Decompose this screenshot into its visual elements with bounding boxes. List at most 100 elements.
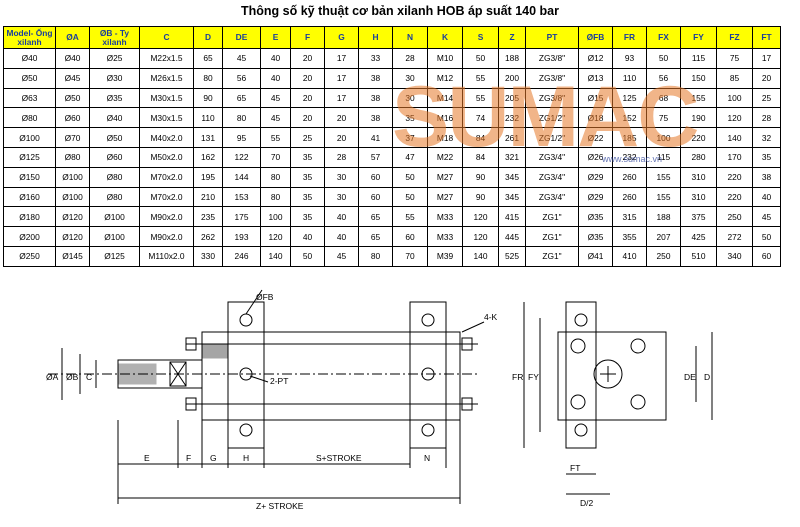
table-cell: 30 (324, 166, 359, 188)
table-cell: 40 (324, 206, 359, 228)
table-cell: M27 (427, 166, 463, 188)
table-cell: 35 (392, 107, 428, 129)
table-cell: Ø70 (55, 127, 90, 148)
table-cell: 220 (716, 186, 753, 208)
table-cell: 190 (680, 107, 717, 129)
table-cell: 45 (324, 245, 359, 267)
table-cell: 17 (324, 87, 359, 109)
table-cell: 80 (358, 245, 393, 267)
table-cell: Ø100 (55, 166, 90, 188)
table-cell: 38 (752, 166, 781, 188)
table-cell: Ø125 (3, 146, 56, 168)
table-cell: 28 (752, 107, 781, 129)
table-cell: 60 (358, 166, 393, 188)
table-cell: 262 (193, 226, 223, 247)
table-cell: Ø100 (89, 206, 140, 228)
table-cell: Ø29 (578, 186, 613, 208)
table-cell: Ø100 (3, 127, 56, 148)
column-header: D (193, 26, 223, 49)
pt-leader (249, 375, 269, 383)
table-cell: Ø22 (578, 127, 613, 148)
table-cell: Ø35 (89, 87, 140, 109)
end-nut-br (630, 394, 646, 410)
table-cell: 33 (358, 48, 393, 69)
table-cell: 170 (716, 146, 753, 168)
table-cell: M18 (427, 127, 463, 148)
table-cell: 28 (392, 48, 428, 69)
table-cell: 20 (324, 107, 359, 129)
table-cell: Ø15 (578, 87, 613, 109)
end-nut-bl (570, 394, 586, 410)
table-cell: 93 (612, 48, 647, 69)
table-cell: Ø100 (55, 186, 90, 208)
label-fy: FY (528, 372, 539, 382)
table-cell: 155 (680, 87, 717, 109)
end-nut-tr (630, 338, 646, 354)
column-header: ØFB (578, 26, 613, 49)
table-cell: 50 (392, 166, 428, 188)
table-cell: 150 (680, 67, 717, 89)
table-cell: Ø18 (578, 107, 613, 129)
table-cell: 68 (646, 87, 681, 109)
table-cell: 100 (716, 87, 753, 109)
column-header: DE (222, 26, 261, 49)
table-cell: 272 (716, 226, 753, 247)
column-header: F (290, 26, 325, 49)
table-cell: 37 (392, 127, 428, 148)
end-nut-tl (570, 338, 586, 354)
table-cell: 95 (222, 127, 261, 148)
table-cell: 30 (392, 67, 428, 89)
column-header: ØB - Ty xilanh (89, 26, 140, 49)
table-cell: 220 (680, 127, 717, 148)
table-cell: 131 (193, 127, 223, 148)
column-header: C (139, 26, 194, 49)
table-cell: 525 (498, 245, 526, 267)
table-cell: 80 (222, 107, 261, 129)
table-cell: 85 (716, 67, 753, 89)
column-header: N (392, 26, 428, 49)
table-cell: ZG3/4" (525, 146, 579, 168)
table-cell: M10 (427, 48, 463, 69)
table-cell: ZG1" (525, 245, 579, 267)
tie-rod-nut-top (461, 337, 473, 351)
table-cell: Ø40 (55, 48, 90, 69)
table-cell: M14 (427, 87, 463, 109)
table-cell: 47 (392, 146, 428, 168)
table-cell: Ø100 (89, 226, 140, 247)
table-cell: 80 (260, 186, 291, 208)
table-cell: 90 (193, 87, 223, 109)
right-flange-hole-bottom (421, 423, 435, 437)
table-cell: 55 (462, 87, 499, 109)
tie-rod-nut-left-top (185, 337, 197, 351)
column-header: Z (498, 26, 526, 49)
table-cell: 75 (716, 48, 753, 69)
table-cell: 50 (646, 48, 681, 69)
table-cell: M50x2.0 (139, 146, 194, 168)
table-cell: 45 (222, 48, 261, 69)
table-cell: 120 (716, 107, 753, 129)
table-cell: 195 (193, 166, 223, 188)
table-cell: M16 (427, 107, 463, 129)
table-cell: 17 (324, 48, 359, 69)
table-cell: Ø12 (578, 48, 613, 69)
table-cell: 20 (290, 67, 325, 89)
end-flange-hole-bottom (574, 423, 588, 437)
tie-rod-nut-bottom (461, 397, 473, 411)
label-g: G (210, 453, 217, 463)
table-cell: 55 (260, 127, 291, 148)
table-cell: Ø40 (89, 107, 140, 129)
column-header: FR (612, 26, 647, 49)
table-cell: M40x2.0 (139, 127, 194, 148)
column-header: PT (525, 26, 579, 49)
table-cell: 260 (612, 166, 647, 188)
table-cell: 65 (358, 226, 393, 247)
table-cell: 20 (290, 48, 325, 69)
table-cell: 120 (462, 226, 499, 247)
table-cell: Ø80 (89, 186, 140, 208)
table-cell: ZG3/4" (525, 166, 579, 188)
